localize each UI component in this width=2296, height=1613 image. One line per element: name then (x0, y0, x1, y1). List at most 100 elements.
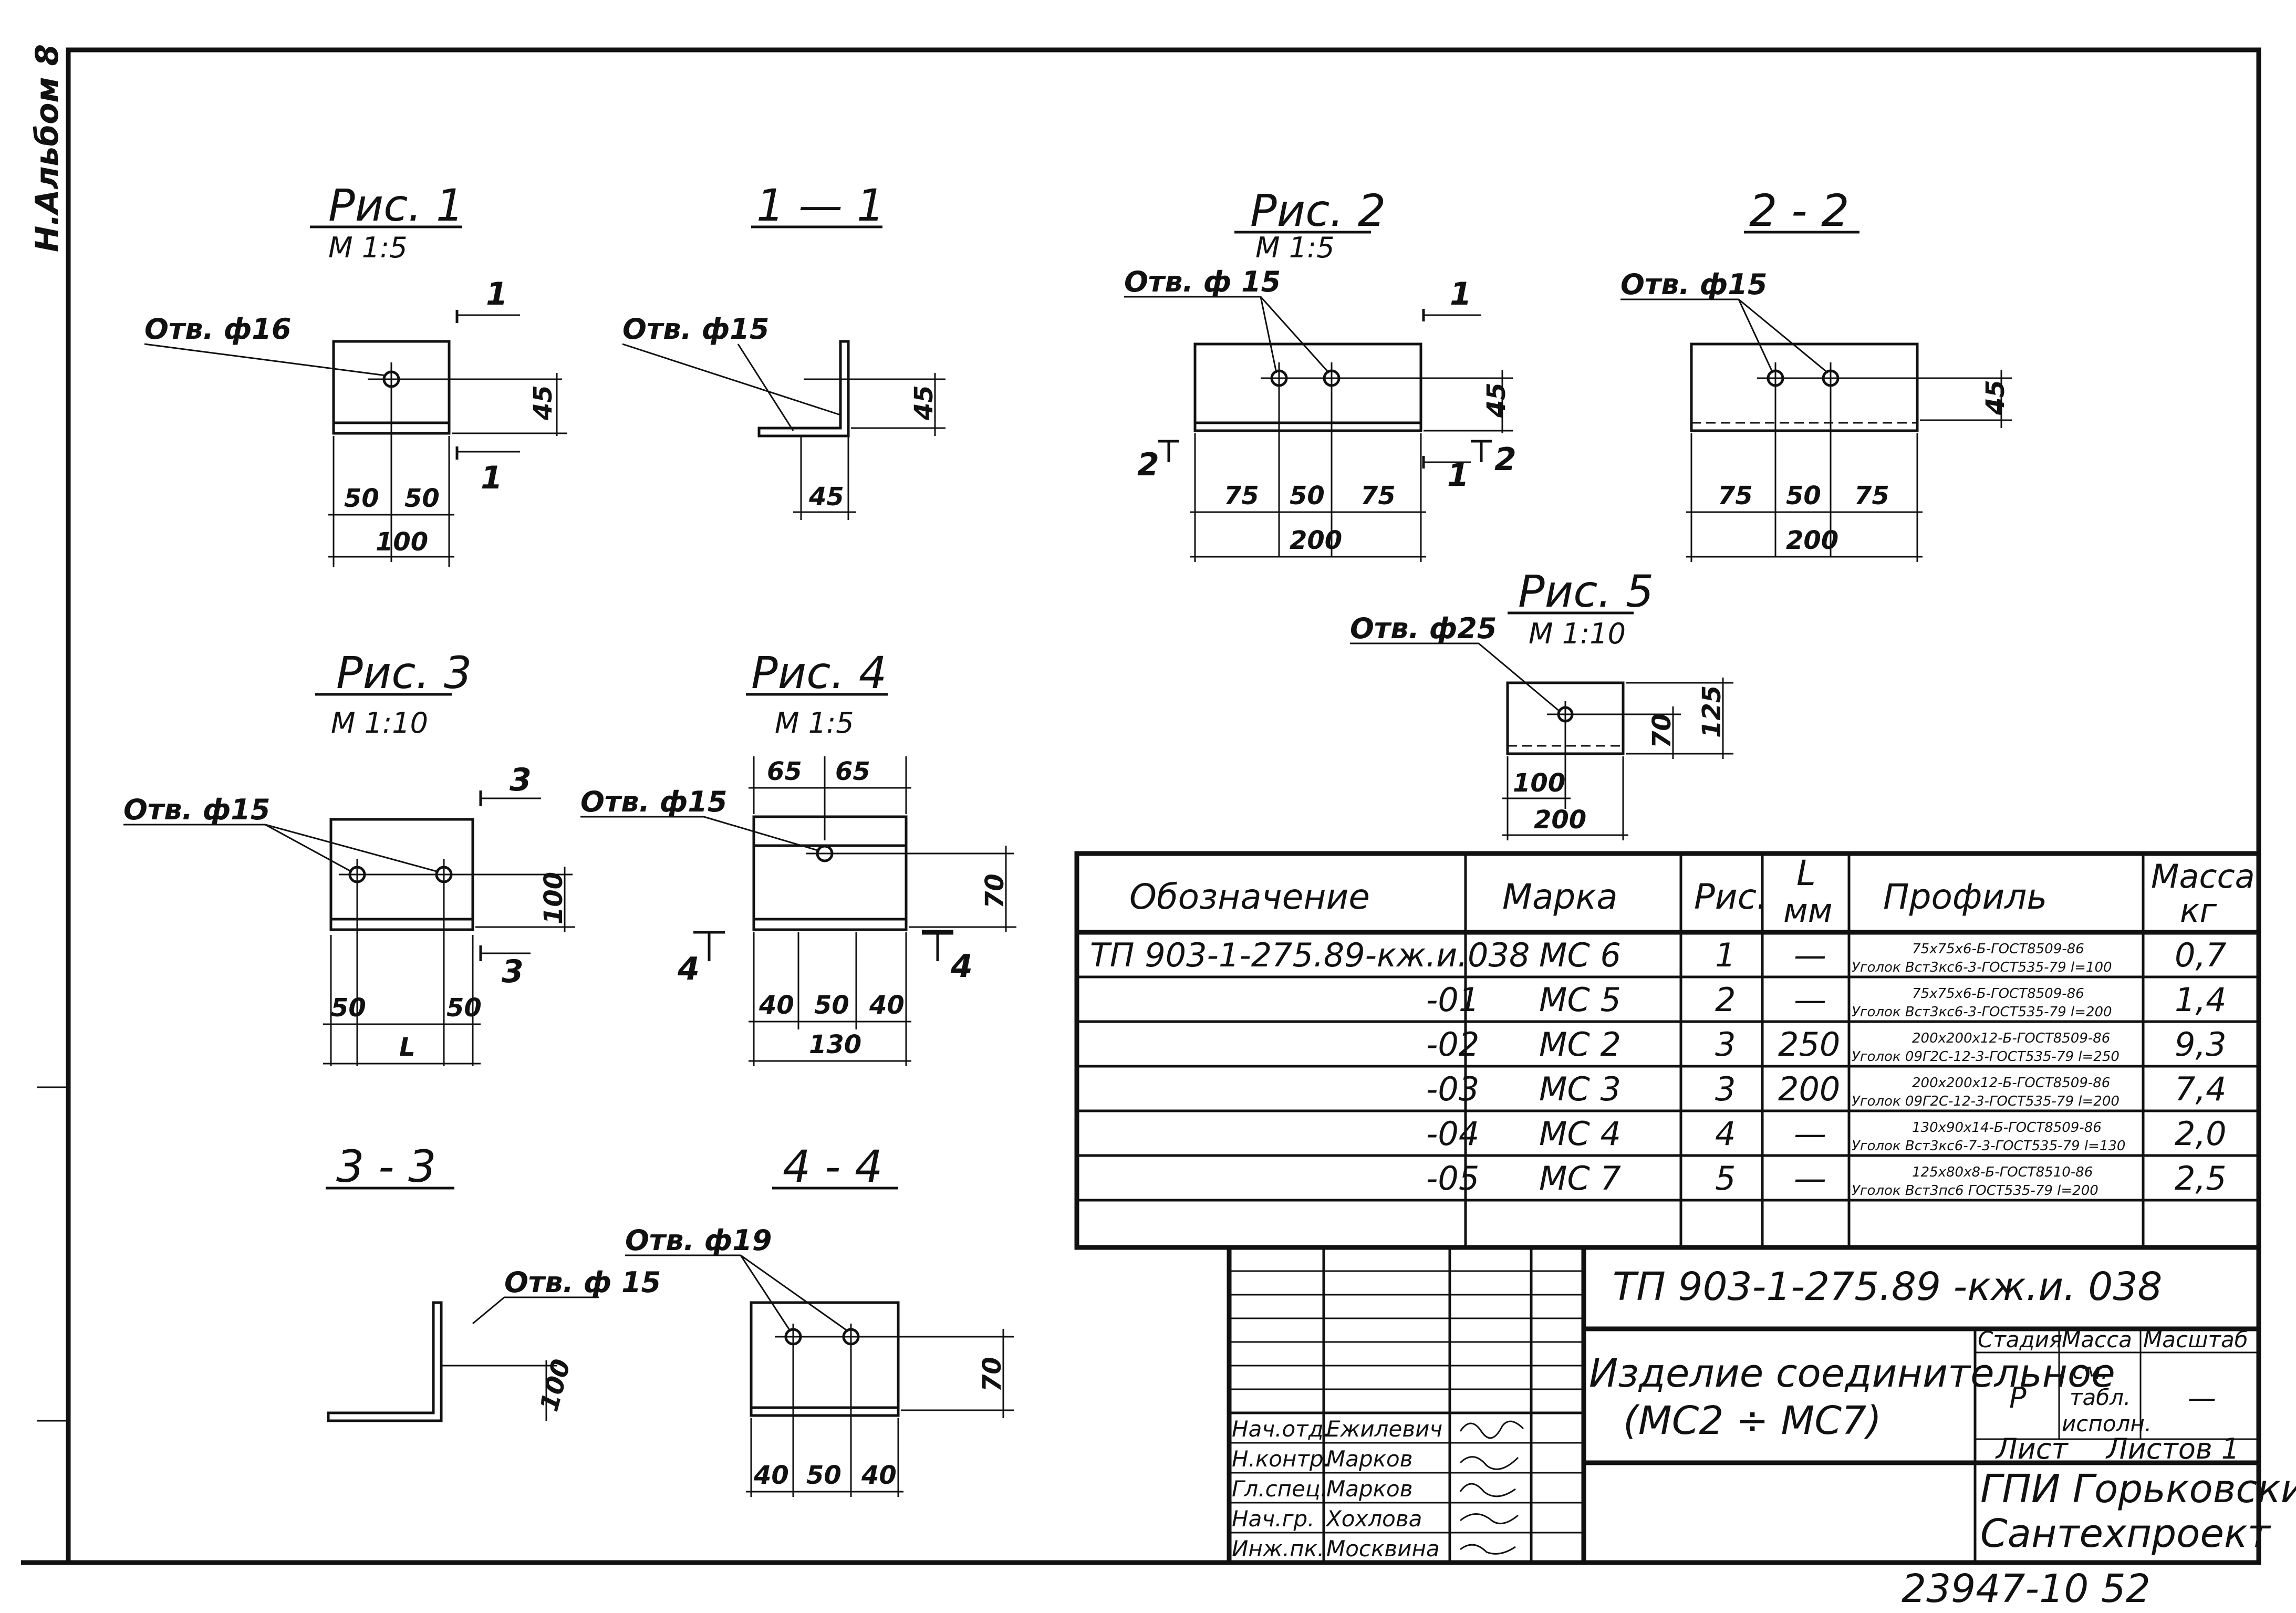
th-mass-unit: кг (2180, 891, 2217, 930)
fig2-scale: М 1:5 (1255, 231, 1335, 264)
cell-mass: 0,7 (2175, 936, 2227, 974)
sec44-dim-40b: 40 (861, 1461, 897, 1490)
sig-role: Гл.спец. (1232, 1476, 1327, 1502)
cell-mass: 2,5 (2175, 1159, 2227, 1198)
figure-1: Рис. 1 М 1:5 Отв. ф16 1 1 45 50 50 100 (144, 180, 567, 567)
fig3-dim-50a: 50 (331, 993, 366, 1023)
signature-mark (1459, 1456, 1519, 1470)
sec11-angle-profile (757, 340, 850, 438)
fig2-dim-200: 200 (1290, 526, 1342, 555)
sheet-label: Лист (1995, 1432, 2069, 1465)
sec11-dim-45v: 45 (909, 385, 939, 421)
cell-profile-top: 200х200х12-Б-ГОСТ8509-86 (1912, 1075, 2110, 1091)
cell-length: 200 (1778, 1070, 1840, 1108)
fig2-section-2-left: 2 (1137, 446, 1159, 483)
fig2-dim-45: 45 (1482, 382, 1511, 418)
sig-name: Марков (1326, 1446, 1412, 1472)
sec22-plate (1690, 342, 1919, 432)
table-row: -05 МС 7 5 — 125х80х8-Б-ГОСТ8510-86 Угол… (1426, 1159, 2227, 1199)
fig2-section-1-bottom: 1 (1447, 457, 1469, 494)
fig5-title: Рис. 5 (1518, 566, 1654, 617)
sec11-title: 1 — 1 (756, 180, 885, 231)
th-fig: Рис. (1694, 877, 1768, 917)
sec11-dim-45h: 45 (808, 482, 844, 512)
sec22-dim-75a: 75 (1718, 481, 1753, 511)
cell-designation: ТП 903-1-275.89-кж.и.038 (1090, 936, 1530, 974)
fig4-dim-40b: 40 (869, 991, 905, 1020)
cell-length: — (1794, 1159, 1826, 1198)
org-line1: ГПИ Горьковский (1980, 1466, 2296, 1512)
th-length-unit: мм (1783, 891, 1833, 930)
cell-mark: МС 6 (1539, 936, 1621, 974)
mass-value-3: исполн. (2062, 1411, 2152, 1437)
fig4-title: Рис. 4 (751, 647, 887, 699)
sig-name: Москвина (1326, 1536, 1440, 1562)
fig5-dim-100: 100 (1513, 768, 1565, 798)
stage-value: Р (2009, 1381, 2027, 1414)
sec44-dim-40a: 40 (753, 1461, 789, 1490)
sec44-hole-label: Отв. ф19 (625, 1224, 772, 1257)
item-name-line2: (МС2 ÷ МС7) (1623, 1398, 1882, 1443)
cell-designation: -01 (1426, 981, 1479, 1019)
figure-2: Рис. 2 М 1:5 Отв. ф 15 1 1 2 2 45 75 50 (1124, 185, 1516, 562)
cell-profile-top: 75х75х6-Б-ГОСТ8509-86 (1912, 941, 2084, 957)
sec44-title: 4 - 4 (783, 1141, 883, 1192)
fig4-scale: М 1:5 (775, 706, 854, 740)
signature-mark (1459, 1483, 1516, 1497)
cell-mass: 1,4 (2175, 981, 2227, 1019)
mass-value-1: см. (2072, 1358, 2108, 1384)
fig1-dim-50b: 50 (404, 484, 440, 513)
fig5-dim-70: 70 (1647, 713, 1677, 748)
sec22-title: 2 - 2 (1749, 185, 1850, 236)
th-length: L (1796, 853, 1816, 893)
section-4-4: 4 - 4 Отв. ф19 70 40 50 40 (625, 1141, 1014, 1497)
sec22-dim-75b: 75 (1854, 481, 1889, 511)
fig4-dim-65a: 65 (767, 757, 802, 786)
scale-value: — (2188, 1381, 2216, 1414)
fig1-title: Рис. 1 (328, 180, 464, 231)
fig3-title: Рис. 3 (336, 647, 472, 699)
fig5-scale: М 1:10 (1529, 617, 1626, 650)
cell-mark: МС 2 (1539, 1025, 1621, 1064)
stage-label: Стадия (1978, 1327, 2062, 1352)
fig2-section-2-right: 2 (1494, 441, 1516, 478)
fig2-plate (1193, 342, 1422, 432)
sec44-plate (750, 1301, 900, 1417)
cell-profile-bottom: Уголок Вст3кс6-3-ГОСТ535-79 l=100 (1852, 960, 2112, 975)
section-2-2: 2 - 2 Отв. ф15 45 75 50 75 200 (1620, 185, 2012, 562)
cell-profile-bottom: Уголок Вст3кс6-3-ГОСТ535-79 l=200 (1852, 1004, 2112, 1020)
fig3-dim-100: 100 (539, 872, 568, 924)
sec44-dim-70: 70 (978, 1357, 1007, 1392)
side-label: Н.Альбом 8 (29, 44, 66, 252)
fig4-dim-50: 50 (814, 991, 849, 1020)
cell-fig: 3 (1715, 1070, 1736, 1108)
cell-mass: 7,4 (2175, 1070, 2227, 1108)
cell-profile-bottom: Уголок Вст3пс6 ГОСТ535-79 l=200 (1852, 1183, 2098, 1199)
cell-fig: 5 (1715, 1159, 1736, 1198)
table-row: -01 МС 5 2 — 75х75х6-Б-ГОСТ8509-86 Уголо… (1426, 981, 2227, 1020)
fig3-scale: М 1:10 (331, 706, 428, 740)
fig3-section-mark-top: 3 (510, 762, 532, 798)
fig4-dim-130: 130 (809, 1030, 861, 1059)
fig4-section-mark-right: 4 (950, 948, 973, 985)
cell-fig: 1 (1715, 936, 1736, 974)
sec22-dim-50: 50 (1786, 481, 1821, 511)
sec33-angle-profile (327, 1301, 443, 1422)
table-row: -02 МС 2 3 250 200х200х12-Б-ГОСТ8509-86 … (1426, 1025, 2227, 1065)
fig3-dim-L: L (399, 1033, 415, 1062)
sec33-hole-label: Отв. ф 15 (504, 1266, 661, 1299)
cell-designation: -04 (1426, 1115, 1479, 1153)
fig4-section-mark-left: 4 (677, 951, 700, 987)
cell-length: — (1794, 981, 1826, 1019)
spec-table: Обозначение Марка Рис. L мм Профиль Масс… (1074, 851, 2261, 1250)
sec22-dim-45: 45 (1981, 380, 2010, 415)
cell-mark: МС 7 (1539, 1159, 1621, 1198)
cell-profile-top: 130х90х14-Б-ГОСТ8509-86 (1912, 1120, 2102, 1136)
sec33-title: 3 - 3 (336, 1141, 437, 1192)
sig-role: Нач.отд. (1232, 1416, 1331, 1442)
fig1-dim-45: 45 (528, 385, 558, 421)
sig-name: Марков (1326, 1476, 1412, 1502)
sheets-label: Листов 1 (2105, 1432, 2239, 1465)
cell-profile-top: 125х80х8-Б-ГОСТ8510-86 (1912, 1164, 2093, 1180)
cell-profile-bottom: Уголок 09Г2С-12-3-ГОСТ535-79 l=200 (1852, 1094, 2120, 1109)
